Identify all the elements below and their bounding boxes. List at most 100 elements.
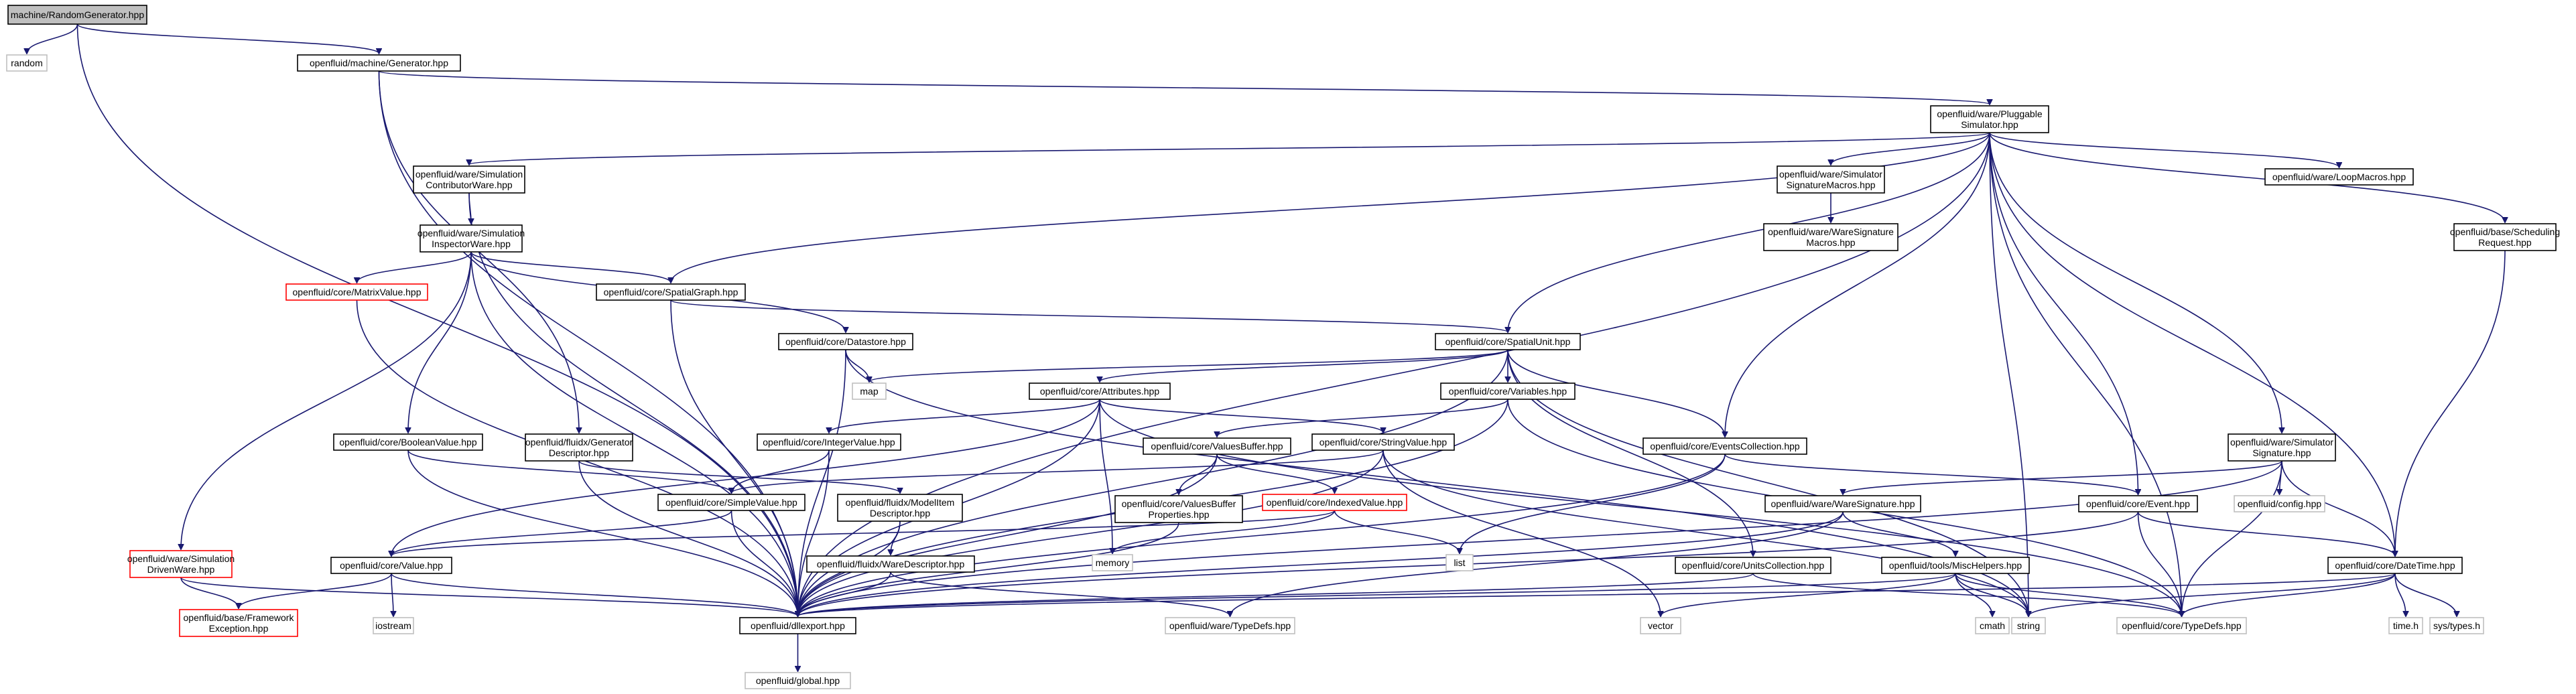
- node-box: [297, 54, 461, 72]
- edge-pluggable-to-coretypedefs: [1989, 132, 2182, 616]
- node-box: [778, 333, 913, 350]
- node-variables[interactable]: openfluid/core/Variables.hpp: [1440, 383, 1575, 400]
- edge-value-to-iostream: [391, 573, 393, 616]
- node-matrixvalue[interactable]: openfluid/core/MatrixValue.hpp: [285, 283, 428, 301]
- node-box: [657, 494, 806, 511]
- node-simsigmacros[interactable]: openfluid/ware/SimulatorSignatureMacros.…: [1777, 165, 1885, 194]
- edge-attributes-to-integervalue: [829, 399, 1100, 433]
- node-datastore[interactable]: openfluid/core/Datastore.hpp: [778, 333, 913, 350]
- node-indexedvalue[interactable]: openfluid/core/IndexedValue.hpp: [1262, 494, 1407, 511]
- node-label: openfluid/ware/Pluggable: [1937, 109, 2042, 119]
- node-label: Macros.hpp: [1806, 237, 1855, 248]
- node-label: openfluid/ware/LoopMacros.hpp: [2272, 171, 2406, 182]
- node-label: openfluid/core/ValuesBuffer: [1122, 498, 1236, 509]
- node-attributes[interactable]: openfluid/core/Attributes.hpp: [1029, 383, 1171, 400]
- node-label: Request.hpp: [2478, 237, 2532, 248]
- node-contribware[interactable]: openfluid/ware/SimulationContributorWare…: [413, 165, 525, 194]
- edge-root-to-dllexport: [76, 23, 798, 616]
- node-label: openfluid/ware/Simulation: [417, 228, 525, 238]
- node-box: [7, 5, 147, 25]
- edge-waredescriptor-to-dllexport: [798, 571, 891, 616]
- edge-spatialunit-to-string: [1507, 349, 2028, 616]
- node-dllexport[interactable]: openfluid/dllexport.hpp: [739, 617, 856, 634]
- node-label: ContributorWare.hpp: [426, 180, 513, 190]
- node-box: [596, 283, 746, 301]
- node-root[interactable]: machine/RandomGenerator.hpp: [7, 5, 147, 25]
- node-integervalue[interactable]: openfluid/core/IntegerValue.hpp: [757, 433, 901, 451]
- node-box: [1440, 383, 1575, 400]
- node-box: [1881, 557, 2030, 574]
- node-box: [1092, 554, 1133, 571]
- node-box: [852, 383, 887, 400]
- node-label: InspectorWare.hpp: [432, 238, 511, 249]
- node-label: openfluid/global.hpp: [756, 675, 840, 686]
- node-memory: memory: [1092, 554, 1133, 571]
- edge-pluggable-to-loopmacros: [1989, 132, 2339, 167]
- edge-valuesbuffer-to-indexedvalue: [1216, 454, 1335, 493]
- node-box: [1777, 165, 1885, 194]
- edge-attributes-to-coretypedefs: [1099, 399, 2182, 616]
- edge-stringvalue-to-dllexport: [798, 449, 1384, 616]
- node-box: [1435, 333, 1581, 350]
- node-box: [1675, 557, 1831, 574]
- node-coretypedefs: openfluid/core/TypeDefs.hpp: [2116, 617, 2247, 634]
- node-stringvalue[interactable]: openfluid/core/StringValue.hpp: [1311, 433, 1455, 451]
- edge-waresignature-to-mischelpers: [1842, 511, 1955, 556]
- node-datetime[interactable]: openfluid/core/DateTime.hpp: [2327, 557, 2463, 574]
- node-box: [1930, 105, 2049, 133]
- edge-inspectorware-to-matrixvalue: [357, 251, 472, 283]
- node-valuesbuffer[interactable]: openfluid/core/ValuesBuffer.hpp: [1143, 437, 1291, 455]
- edge-simsignature-to-dllexport: [798, 460, 2282, 616]
- node-label: openfluid/core/DateTime.hpp: [2335, 560, 2455, 571]
- node-box: [2453, 223, 2557, 251]
- node-string: string: [2011, 617, 2046, 634]
- edge-inspectorware-to-dllexport: [470, 251, 798, 616]
- edge-stringvalue-to-simplevalue: [732, 449, 1384, 493]
- edge-datastore-to-dllexport: [798, 349, 846, 616]
- node-waresignature[interactable]: openfluid/ware/WareSignature.hpp: [1764, 495, 1921, 512]
- node-eventscollection[interactable]: openfluid/core/EventsCollection.hpp: [1643, 437, 1807, 455]
- node-value[interactable]: openfluid/core/Value.hpp: [330, 557, 452, 574]
- node-label: openfluid/ware/WareSignature.hpp: [1770, 498, 1915, 509]
- node-waredescriptor[interactable]: openfluid/fluidx/WareDescriptor.hpp: [806, 555, 975, 573]
- edge-spatialunit-to-map: [869, 349, 1508, 382]
- node-loopmacros[interactable]: openfluid/ware/LoopMacros.hpp: [2264, 168, 2414, 186]
- edge-datetime-to-string: [2028, 573, 2396, 616]
- node-spatialunit[interactable]: openfluid/core/SpatialUnit.hpp: [1435, 333, 1581, 350]
- node-label: map: [860, 386, 878, 397]
- node-box: [837, 494, 963, 522]
- edge-pluggable-to-event: [1989, 132, 2138, 494]
- node-label: openfluid/core/SpatialUnit.hpp: [1445, 336, 1571, 347]
- node-label: openfluid/ware/WareSignature: [1768, 226, 1894, 237]
- edge-pluggable-to-contribware: [469, 132, 1990, 165]
- node-label: DrivenWare.hpp: [147, 564, 215, 575]
- node-booleanvalue[interactable]: openfluid/core/BooleanValue.hpp: [333, 433, 483, 451]
- node-simplevalue[interactable]: openfluid/core/SimpleValue.hpp: [657, 494, 806, 511]
- edge-generator-to-dllexport: [378, 70, 798, 616]
- node-spatialgraph[interactable]: openfluid/core/SpatialGraph.hpp: [596, 283, 746, 301]
- edge-datetime-to-timeh: [2394, 573, 2406, 616]
- node-event[interactable]: openfluid/core/Event.hpp: [2078, 495, 2198, 512]
- node-label: openfluid/core/Datastore.hpp: [785, 336, 906, 347]
- node-mischelpers[interactable]: openfluid/tools/MiscHelpers.hpp: [1881, 557, 2030, 574]
- edge-simsignature-to-datetime: [2281, 460, 2395, 556]
- node-vbprops[interactable]: openfluid/core/ValuesBufferProperties.hp…: [1114, 495, 1243, 523]
- node-list: list: [1445, 554, 1474, 571]
- node-label: openfluid/core/TypeDefs.hpp: [2122, 620, 2241, 631]
- node-box: [373, 617, 414, 634]
- node-config: openfluid/config.hpp: [2234, 495, 2325, 512]
- node-unitscollection[interactable]: openfluid/core/UnitsCollection.hpp: [1675, 557, 1831, 574]
- node-inspectorware[interactable]: openfluid/ware/SimulationInspectorWare.h…: [417, 224, 525, 253]
- node-generator[interactable]: openfluid/machine/Generator.hpp: [297, 54, 461, 72]
- node-box: [420, 224, 523, 253]
- node-label: time.h: [2393, 620, 2419, 631]
